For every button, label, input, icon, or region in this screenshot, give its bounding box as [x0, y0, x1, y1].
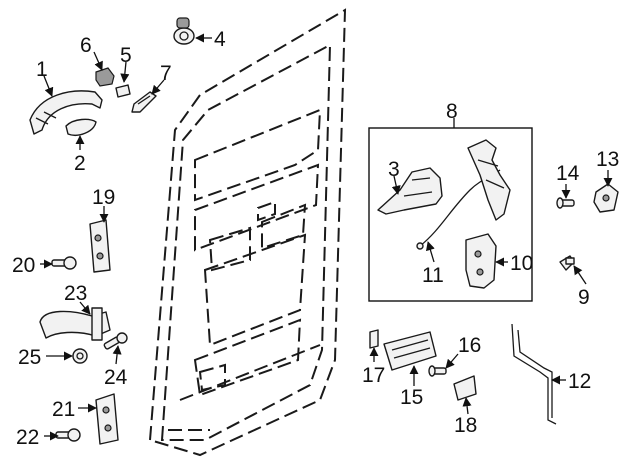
callout-labels: 1 2 3 4 5 6 7 8 9 10 11 12 13 14 15 16 1… — [12, 28, 619, 449]
door-latch — [465, 233, 497, 289]
callout-15: 15 — [400, 386, 423, 409]
hinge-bolt-middle — [103, 332, 128, 350]
sliding-door-outline — [148, 8, 347, 457]
striker-screw — [556, 197, 575, 209]
actuator-screw — [428, 365, 447, 377]
hinge-bolt-upper — [51, 256, 77, 270]
callout-11: 11 — [422, 264, 444, 287]
callout-8: 8 — [446, 100, 458, 123]
callout-5: 5 — [120, 44, 132, 67]
callout-20: 20 — [12, 254, 35, 277]
handle-bezel — [131, 91, 157, 113]
callout-21: 21 — [52, 398, 75, 421]
actuator-cover — [453, 375, 477, 401]
callout-4: 4 — [214, 28, 226, 51]
hinge-nut — [72, 348, 88, 364]
callout-3: 3 — [388, 158, 400, 181]
door-actuator — [383, 331, 437, 371]
hinge-bolt-lower — [55, 428, 81, 442]
callout-18: 18 — [454, 414, 477, 437]
inside-handle — [377, 167, 443, 215]
callout-10: 10 — [510, 252, 533, 275]
exterior-handle — [29, 90, 103, 135]
callout-25: 25 — [18, 346, 41, 369]
callout-6: 6 — [80, 34, 92, 57]
weatherstrip — [511, 323, 557, 425]
lock-cylinder — [173, 17, 195, 45]
upper-hinge — [89, 219, 111, 273]
lower-hinge — [95, 393, 119, 445]
latch-bolt — [559, 255, 575, 271]
callout-16: 16 — [458, 334, 481, 357]
handle-bezel-small — [115, 84, 131, 98]
cable-end — [416, 242, 424, 250]
callout-2: 2 — [74, 152, 86, 175]
callout-12: 12 — [568, 370, 591, 393]
handle-pad — [65, 118, 97, 136]
callout-1: 1 — [36, 58, 48, 81]
callout-19: 19 — [92, 186, 115, 209]
callout-13: 13 — [596, 148, 619, 171]
callout-22: 22 — [16, 426, 39, 449]
actuator-clip — [369, 329, 379, 349]
callout-14: 14 — [556, 162, 580, 185]
striker-bracket — [593, 183, 619, 213]
latch-rod — [467, 139, 511, 221]
callout-17: 17 — [362, 364, 385, 387]
handle-cap — [95, 67, 115, 87]
latch-assembly-box — [368, 127, 533, 302]
callout-24: 24 — [104, 366, 128, 389]
hinge-arm — [39, 307, 111, 341]
callout-9: 9 — [578, 286, 590, 309]
leader-lines — [40, 33, 613, 441]
callout-23: 23 — [64, 282, 87, 305]
callout-7: 7 — [160, 62, 172, 85]
